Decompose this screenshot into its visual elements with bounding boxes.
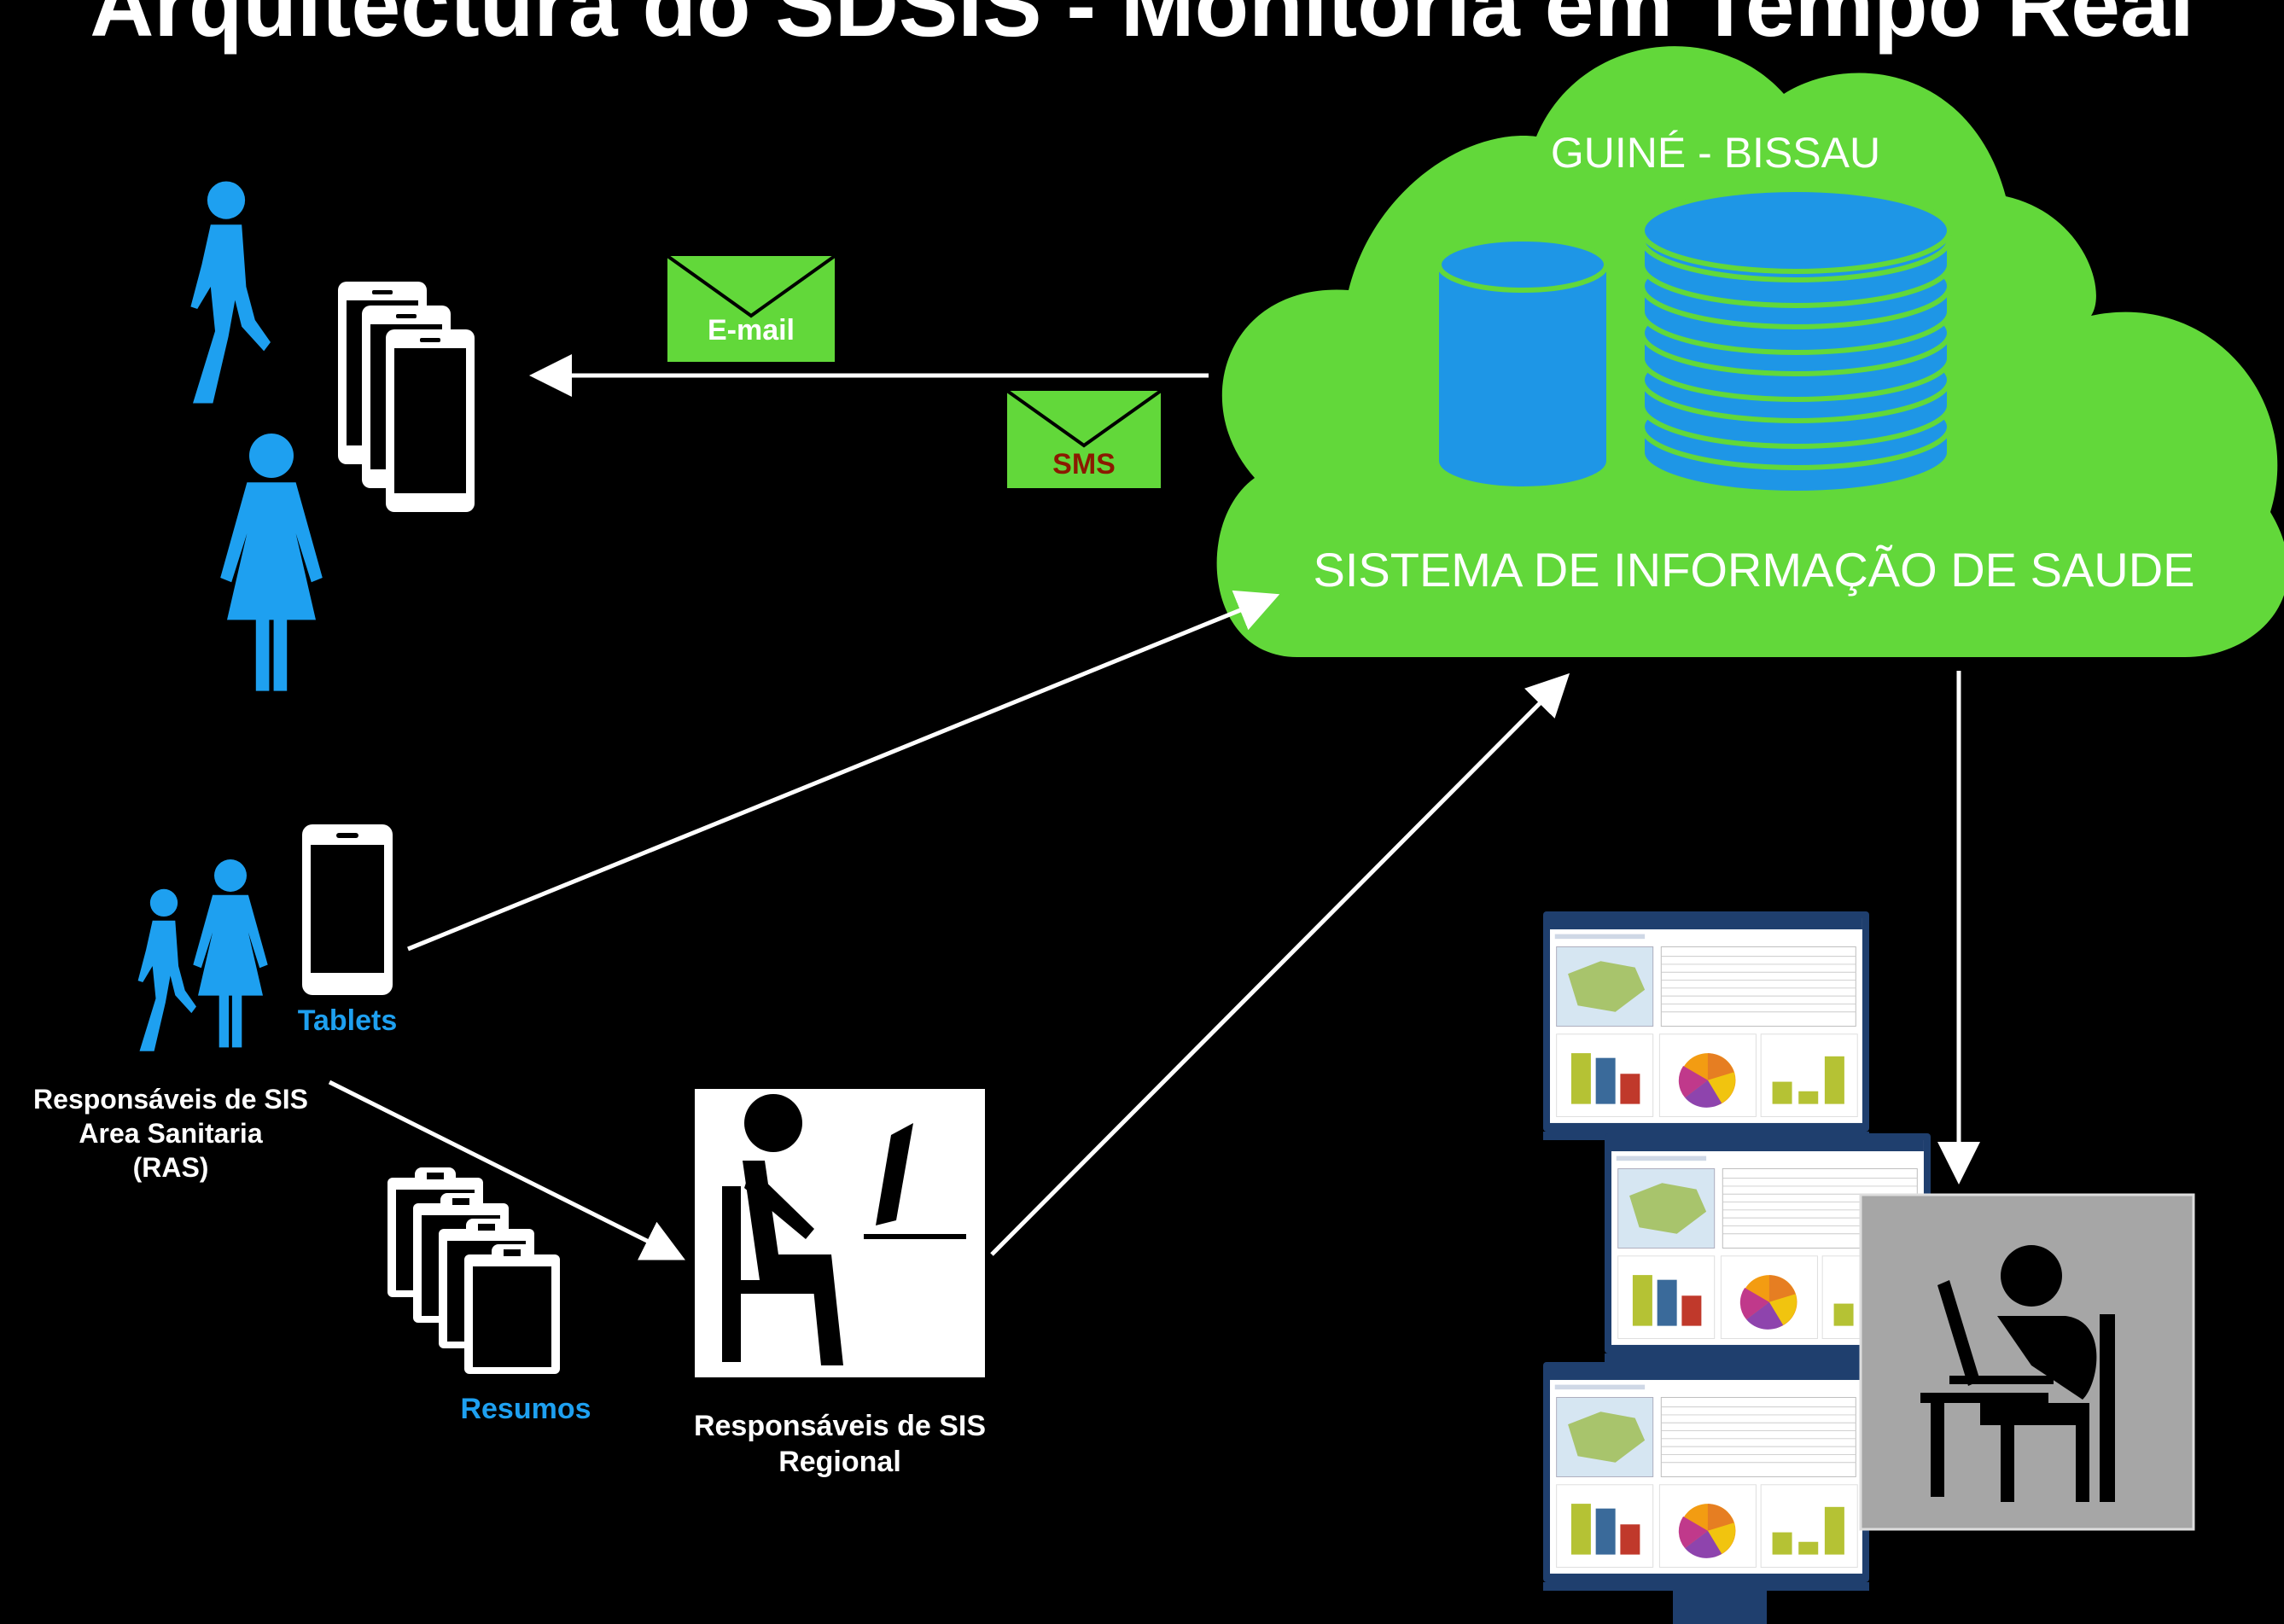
page-title: Arquitectura do SDSIS - Monitoria em Tem… (90, 0, 2194, 55)
arrow-tablets-to-cloud (407, 590, 1280, 952)
cloud-system-label: SISTEMA DE INFORMAÇÃO DE SAUDE (1313, 543, 2195, 597)
envelope-icon (666, 254, 836, 362)
person-female-icon (220, 434, 323, 691)
monitor-dashboard-icon (1543, 911, 1931, 1624)
person-walking-icon (137, 888, 196, 1051)
regional-line-1: Responsáveis de SIS (693, 1410, 987, 1442)
tablet-icon (302, 824, 393, 995)
person-female-icon (193, 859, 268, 1048)
clipboard-icon (387, 1167, 560, 1374)
cloud-country-label: GUINÉ - BISSAU (1550, 129, 1881, 177)
person-walking-icon (190, 181, 271, 404)
tablets-label: Tablets (297, 1004, 398, 1037)
database-icon (1640, 187, 1952, 496)
email-label: E-mail (707, 314, 795, 346)
database-icon (1436, 236, 1609, 486)
laptop-user-icon (1859, 1193, 2195, 1531)
regional-line-2: Regional (778, 1446, 901, 1478)
ras-role-label: Responsáveis de SIS Area Sanitaria (RAS) (0, 1082, 341, 1185)
seated-computer-user-icon (695, 1089, 985, 1377)
arrow-ras-to-regional (328, 1080, 685, 1260)
arrow-regional-to-cloud (990, 672, 1570, 1256)
ras-line-3: (RAS) (132, 1152, 209, 1183)
arrows (328, 354, 1980, 1260)
resumos-label: Resumos (460, 1393, 591, 1425)
smartphone-icon (338, 282, 475, 512)
envelope-icon (1005, 389, 1162, 488)
regional-role-label: Responsáveis de SIS Regional (652, 1408, 1028, 1480)
ras-line-2: Area Sanitaria (79, 1118, 263, 1149)
ras-line-1: Responsáveis de SIS (33, 1084, 308, 1115)
sms-label: SMS (1052, 448, 1116, 480)
